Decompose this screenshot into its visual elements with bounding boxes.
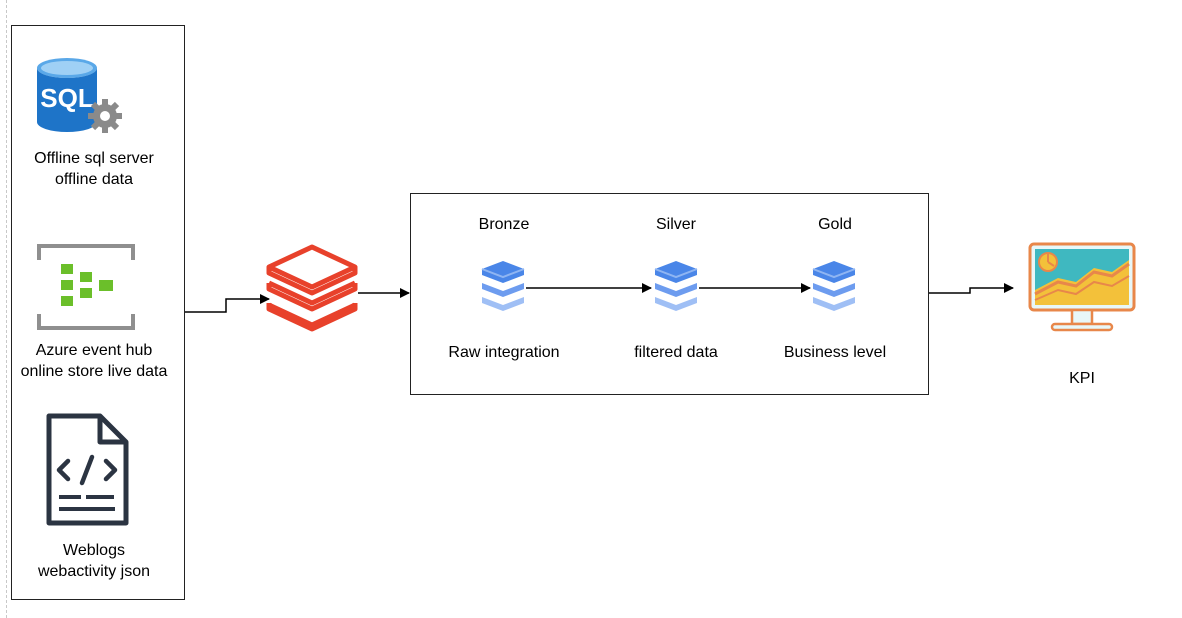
source-weblogs-label: Weblogs webactivity json (6, 540, 182, 582)
sql-database-icon: SQL (36, 54, 124, 141)
silver-layers-icon (653, 259, 699, 322)
source-sql-subtitle: offline data (55, 171, 133, 188)
kpi-label: KPI (1069, 370, 1095, 387)
dashboard-monitor-icon (1028, 242, 1136, 339)
data-sources-group (11, 25, 185, 600)
event-hub-icon (37, 244, 135, 335)
source-eventhub-title: Azure event hub (35, 342, 153, 359)
stage-gold-caption: Business level (783, 344, 887, 361)
source-weblogs-subtitle: webactivity json (37, 563, 151, 580)
medallion-pipeline-group (410, 193, 929, 395)
bronze-layers-icon (480, 259, 526, 322)
databricks-icon (266, 243, 358, 348)
left-dashed-guide (6, 0, 7, 618)
stage-bronze-title: Bronze (478, 216, 530, 233)
stage-bronze-caption: Raw integration (448, 344, 560, 361)
stage-silver-caption: filtered data (634, 344, 718, 361)
source-eventhub-label: Azure event hub online store live data (6, 340, 182, 382)
stage-gold-title: Gold (818, 216, 852, 233)
stage-silver-title: Silver (655, 216, 696, 233)
arrow-pipeline-to-kpi (929, 283, 1014, 294)
code-file-icon (46, 413, 130, 532)
gold-layers-icon (811, 259, 857, 322)
source-weblogs-title: Weblogs (63, 542, 125, 559)
source-sql-title: Offline sql server (34, 150, 154, 167)
source-sql-label: Offline sql server offline data (6, 148, 182, 190)
svg-text:SQL: SQL (40, 83, 94, 113)
source-eventhub-subtitle: online store live data (20, 363, 168, 380)
arrow-sources-to-databricks (185, 294, 270, 313)
